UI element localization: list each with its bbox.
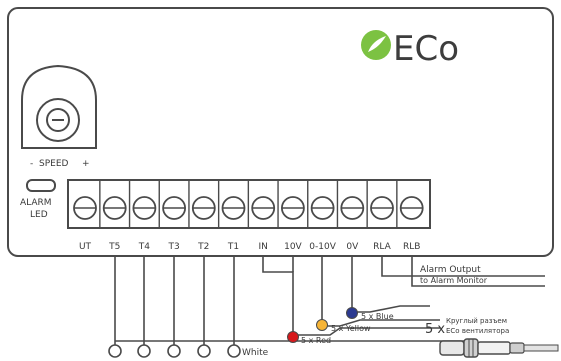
terminal-label-in: IN [259,242,268,252]
fan-input-ring [108,344,122,358]
logo-text: ECo [393,29,459,69]
alarm-led-label-line2: LED [30,210,48,220]
fan-input-ring [137,344,151,358]
fan-inputs [108,344,241,358]
terminal-label-0v: 0V [346,242,359,252]
fan-input-ring [227,344,241,358]
speed-potentiometer[interactable] [21,64,97,149]
fan-input-ring [167,344,181,358]
terminal-label-t5: T5 [108,242,120,252]
connector-label-line1: Круглый разъем [446,317,507,325]
alarm-led-label-line1: ALARM [20,198,52,208]
fan-input-ring [197,344,211,358]
wire-yellow-to-connector [322,319,440,327]
terminal-label-rla: RLA [373,242,391,252]
speed-plus: + [82,159,90,169]
connector-count: 5 x [425,322,445,337]
terminal-label-rlb: RLB [403,242,420,252]
yellow-wire-marker [316,319,328,331]
red-wire-marker [287,331,299,343]
terminal-group: UT T5 T4 T3 T2 T1 IN 10V 0-10V 0V RLA RLB [73,180,424,252]
alarm-led [26,179,56,192]
terminal-label-10v: 10V [284,242,302,252]
alarm-output-label-line1: Alarm Output [420,265,481,275]
connector-label-line2: ECo вентилятора [446,327,509,335]
terminal-label-t2: T2 [197,242,209,252]
white-wire-label: White [242,348,269,358]
speed-label: SPEED [39,159,69,169]
terminal-label-t4: T4 [138,242,150,252]
wire-rla [381,256,545,277]
wire-blue-to-connector [352,305,430,313]
eco-logo: ECo [361,29,459,69]
alarm-output-label-line2: to Alarm Monitor [420,276,488,285]
wire-group [114,256,545,346]
blue-wire-marker [346,307,358,319]
terminal-label-0-10v: 0-10V [309,242,336,252]
round-connector-icon [439,338,559,358]
yellow-wire-label: 5 x Yellow [331,324,371,333]
red-wire-label: 5 x Red [301,336,331,345]
wire-rlb [411,256,545,287]
wire-in-red [262,256,294,335]
terminal-label-t1: T1 [227,242,239,252]
terminal-label-t3: T3 [167,242,179,252]
wire-red-to-connector [293,327,440,336]
terminal-label-ut: UT [79,242,92,252]
speed-minus: - [30,159,33,169]
blue-wire-label: 5 x Blue [361,312,394,321]
